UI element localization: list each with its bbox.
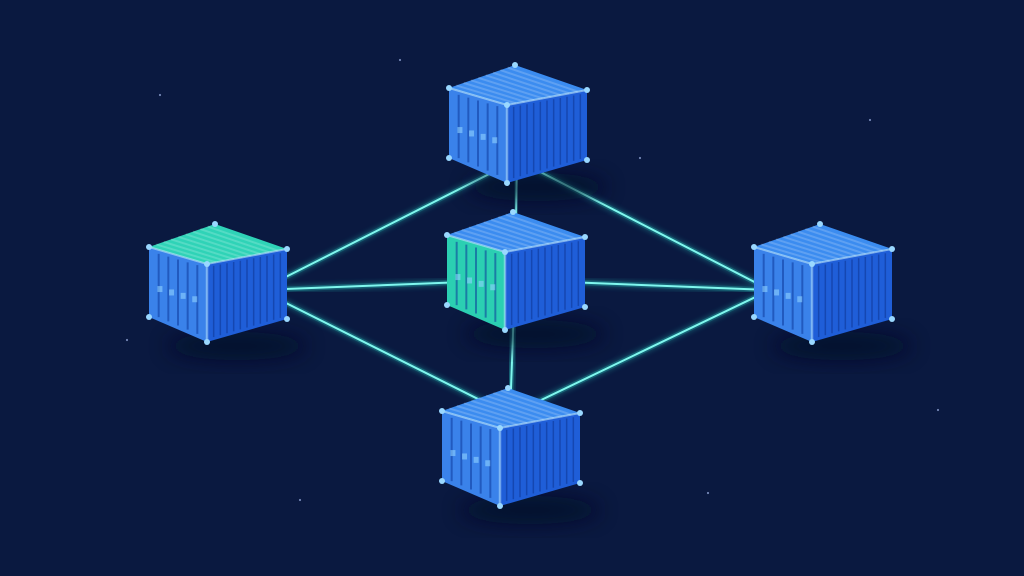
shipping-container-left (146, 221, 307, 360)
container-roof-ridges (449, 389, 572, 428)
corner-casting (582, 234, 588, 240)
star (638, 156, 642, 160)
corner-casting (889, 316, 895, 322)
container-roof-ridges (454, 213, 577, 252)
door-handle (478, 280, 484, 287)
corner-casting (502, 249, 508, 255)
container-shadow (460, 496, 600, 524)
door-handle (180, 292, 186, 299)
corner-casting (497, 425, 503, 431)
door-handle (774, 289, 780, 296)
star (125, 338, 129, 342)
container-side-corrugation (817, 253, 887, 338)
star (158, 93, 162, 97)
container-door-bars (457, 94, 499, 175)
container-shadow (465, 320, 605, 348)
corner-casting (809, 339, 815, 345)
container-roof (754, 224, 892, 264)
door-handle (480, 133, 486, 140)
corner-casting (284, 246, 290, 252)
network-link (509, 289, 771, 416)
door-handle (157, 286, 163, 293)
corner-casting (444, 232, 450, 238)
door-handle (469, 130, 475, 137)
corner-casting (502, 327, 508, 333)
corner-casting (510, 209, 516, 215)
container-roof-ridges (156, 225, 279, 264)
star (706, 491, 710, 495)
door-handle (785, 292, 791, 299)
starfield (125, 58, 940, 502)
corner-casting (584, 157, 590, 163)
container-shadow (772, 332, 912, 360)
door-handle (762, 286, 768, 293)
corner-casting (146, 244, 152, 250)
corner-casting (284, 316, 290, 322)
door-handle (490, 284, 496, 291)
container-roof (149, 224, 287, 264)
door-handle (450, 450, 456, 457)
container-side-corrugation (512, 94, 582, 179)
corner-casting (817, 221, 823, 227)
corner-casting (497, 503, 503, 509)
shipping-container-right (751, 221, 912, 360)
door-handle (457, 127, 463, 134)
corner-casting (146, 314, 152, 320)
network-link (259, 289, 511, 416)
shipping-container-top (446, 62, 607, 201)
container-shadow (467, 173, 607, 201)
corner-casting (577, 480, 583, 486)
door-handle (485, 460, 491, 467)
container-door-bars (762, 253, 804, 334)
corner-casting (889, 246, 895, 252)
corner-casting (212, 221, 218, 227)
star (298, 498, 302, 502)
star (868, 118, 872, 122)
door-handle (169, 289, 175, 296)
corner-casting (584, 87, 590, 93)
corner-casting (204, 339, 210, 345)
shipping-container-center (444, 209, 605, 348)
corner-casting (809, 261, 815, 267)
corner-casting (444, 302, 450, 308)
container-roof (442, 388, 580, 428)
door-handle (473, 456, 479, 463)
container-roof-ridges (456, 66, 579, 105)
door-handle (467, 277, 473, 284)
container-shadow (167, 332, 307, 360)
corner-casting (577, 410, 583, 416)
container-nodes (146, 62, 912, 524)
corner-casting (505, 385, 511, 391)
corner-casting (751, 244, 757, 250)
container-door-bars (157, 253, 199, 334)
corner-casting (439, 478, 445, 484)
corner-casting (512, 62, 518, 68)
container-roof (447, 212, 585, 252)
corner-casting (439, 408, 445, 414)
corner-casting (446, 155, 452, 161)
container-roof-ridges (761, 225, 884, 264)
container-side-corrugation (510, 241, 580, 326)
shipping-container-bottom (439, 385, 600, 524)
corner-casting (582, 304, 588, 310)
door-handle (455, 274, 461, 281)
container-roof (449, 65, 587, 105)
corner-casting (504, 180, 510, 186)
corner-casting (446, 85, 452, 91)
door-handle (797, 296, 803, 303)
container-side-corrugation (505, 417, 575, 502)
door-handle (192, 296, 198, 303)
container-door-bars (450, 417, 492, 498)
container-side-corrugation (212, 253, 282, 338)
container-door-bars (455, 241, 497, 322)
corner-casting (504, 102, 510, 108)
door-handle (462, 453, 468, 460)
corner-casting (751, 314, 757, 320)
star (936, 408, 940, 412)
door-handle (492, 137, 498, 144)
corner-casting (204, 261, 210, 267)
star (398, 58, 402, 62)
